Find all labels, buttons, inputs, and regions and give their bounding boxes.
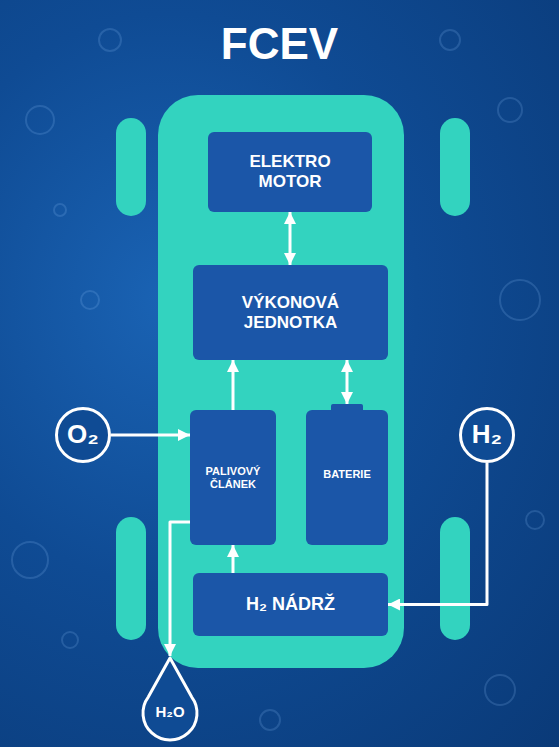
node-label: PALIVOVÝ ČLÁNEK <box>198 465 268 490</box>
drop-outline <box>143 658 197 740</box>
wheel <box>116 517 146 640</box>
wheel <box>116 118 146 216</box>
oxygen-circle: O₂ <box>55 407 111 463</box>
flow-arrow <box>232 360 235 410</box>
water-drop: H₂O <box>140 656 200 742</box>
flow-arrow <box>232 545 235 573</box>
flow-arrow <box>289 212 292 265</box>
flow-arrow <box>170 522 190 656</box>
node-label: O₂ <box>67 420 99 450</box>
node-label: BATERIE <box>323 468 370 481</box>
node-label: H₂ <box>472 420 502 450</box>
battery-body <box>306 410 388 545</box>
node-label: H₂O <box>155 703 184 720</box>
battery-box: BATERIE <box>306 404 388 545</box>
node-label: VÝKONOVÁ JEDNOTKA <box>226 293 356 332</box>
motor-box: ELEKTRO MOTOR <box>208 132 372 212</box>
tank-box: H₂ NÁDRŽ <box>193 573 388 636</box>
node-label: ELEKTRO MOTOR <box>240 152 340 191</box>
node-label: H₂ NÁDRŽ <box>246 594 335 615</box>
power-unit-box: VÝKONOVÁ JEDNOTKA <box>193 265 388 360</box>
flow-arrow <box>346 360 349 404</box>
drop-outline <box>140 656 200 742</box>
hydrogen-circle: H₂ <box>459 407 515 463</box>
flow-arrow <box>111 434 190 437</box>
wheel <box>440 517 470 640</box>
car-body <box>158 95 404 668</box>
title: FCEV <box>0 18 559 70</box>
wheel <box>440 118 470 216</box>
flow-arrow <box>388 463 487 605</box>
fuel-cell-box: PALIVOVÝ ČLÁNEK <box>190 410 276 545</box>
